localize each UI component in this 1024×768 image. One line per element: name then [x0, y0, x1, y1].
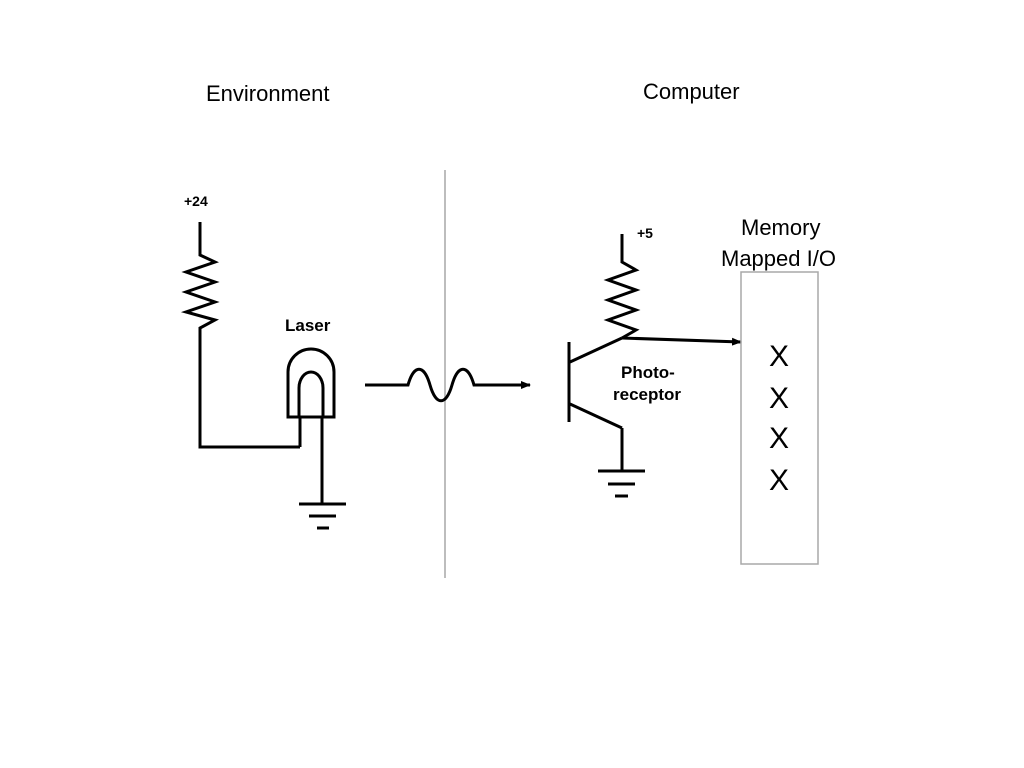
laser-label: Laser — [285, 316, 331, 335]
memory-title-line1: Memory — [741, 215, 820, 240]
signal-to-memory-arrow — [621, 336, 742, 346]
memory-title-line2: Mapped I/O — [721, 246, 836, 271]
computer-heading: Computer — [643, 79, 740, 104]
memory-cell: X — [769, 464, 789, 497]
memory-cell: X — [769, 340, 789, 373]
memory-cell: X — [769, 422, 789, 455]
photoreceptor-label-line2: receptor — [613, 385, 681, 404]
laser-ground-symbol — [299, 417, 346, 530]
laser-resistor — [180, 222, 300, 449]
environment-heading: Environment — [206, 81, 330, 106]
receiver-ground-symbol — [598, 469, 645, 498]
memory-box — [740, 271, 819, 565]
supply-24v-label: +24 — [184, 193, 208, 209]
photoreceptor-label-line1: Photo- — [621, 363, 675, 382]
receiver-resistor — [603, 234, 641, 340]
supply-5v-label: +5 — [637, 225, 653, 241]
phototransistor-symbol — [567, 336, 624, 470]
memory-cell: X — [769, 382, 789, 415]
laser-diode-symbol — [286, 347, 336, 447]
light-wave-arrow — [365, 367, 531, 403]
